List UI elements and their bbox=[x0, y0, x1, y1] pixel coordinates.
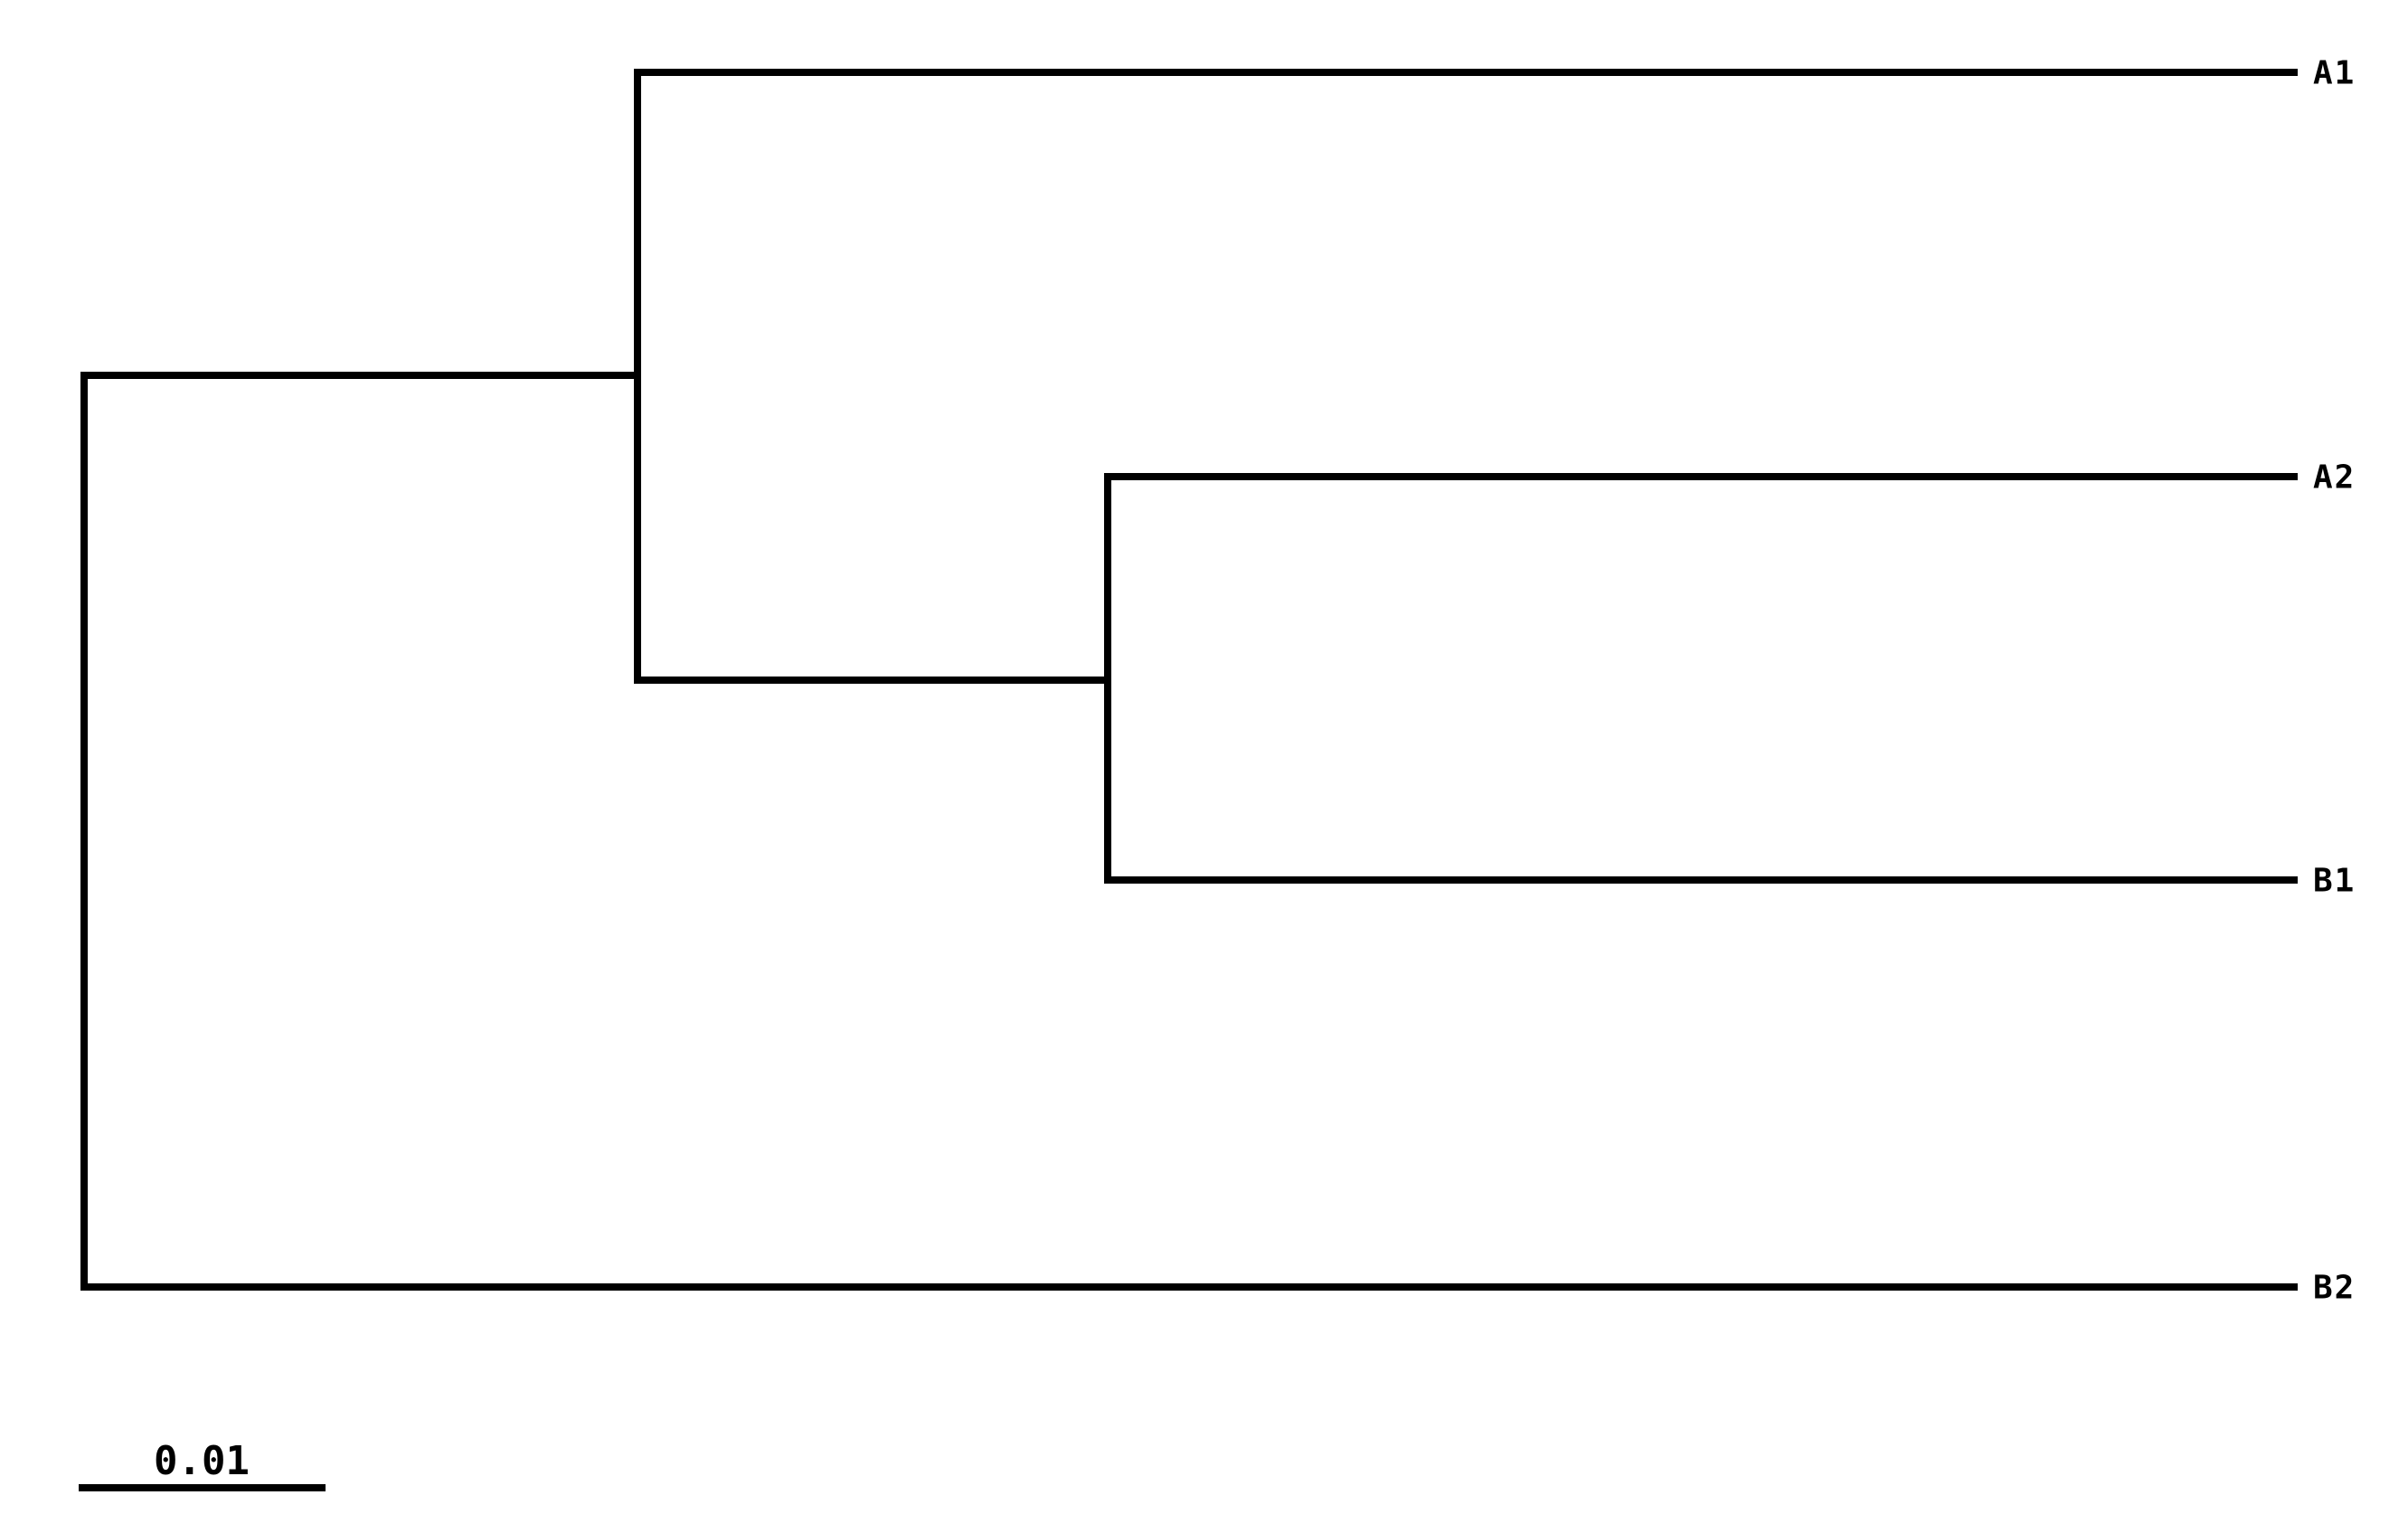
taxon-label-a2: A2 bbox=[2313, 459, 2356, 497]
scale-bar: 0.01 bbox=[79, 1438, 326, 1491]
taxon-label-b2: B2 bbox=[2313, 1270, 2356, 1307]
scale-bar-label: 0.01 bbox=[154, 1438, 250, 1484]
taxon-label-a1: A1 bbox=[2313, 55, 2356, 92]
taxon-label-b1: B1 bbox=[2313, 863, 2356, 900]
tree-branches bbox=[80, 69, 2298, 1291]
